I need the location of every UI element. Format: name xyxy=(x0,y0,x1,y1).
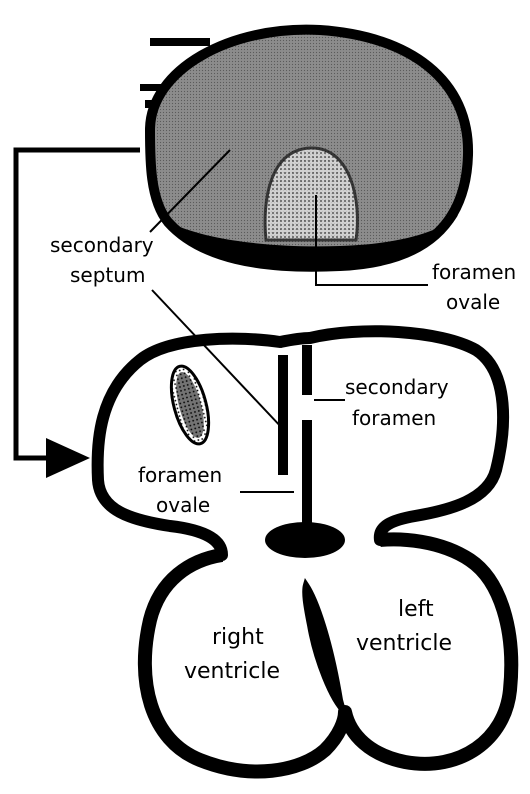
label-foramen-ovale-top-1: foramen xyxy=(432,260,516,284)
label-secondary-foramen-1: secondary xyxy=(345,375,449,399)
vessel-stub-top xyxy=(150,38,210,46)
label-right-ventricle-1: right xyxy=(212,625,264,650)
label-left-ventricle-1: left xyxy=(398,597,434,622)
endocardial-cushion xyxy=(265,522,345,558)
label-foramen-ovale-top-2: ovale xyxy=(446,290,500,314)
label-secondary-septum-2: septum xyxy=(70,263,145,287)
label-foramen-ovale-mid-1: foramen xyxy=(138,463,222,487)
label-secondary-septum-1: secondary xyxy=(50,233,154,257)
label-secondary-foramen-2: foramen xyxy=(352,406,436,430)
interventricular-septum xyxy=(305,585,345,716)
septum-primum-lower xyxy=(302,420,312,525)
label-left-ventricle-2: ventricle xyxy=(356,631,452,656)
septum-primum-upper xyxy=(302,345,312,395)
label-right-ventricle-2: ventricle xyxy=(184,659,280,684)
leader-secondary-septum-down xyxy=(152,290,284,430)
label-foramen-ovale-mid-2: ovale xyxy=(156,493,210,517)
arrow-right-icon xyxy=(16,150,140,478)
four-chamber-heart xyxy=(98,331,512,771)
atria-top-join xyxy=(280,338,310,342)
secondary-septum xyxy=(278,355,288,475)
septum-side-view xyxy=(140,30,468,267)
left-atrium-wall xyxy=(310,331,503,540)
